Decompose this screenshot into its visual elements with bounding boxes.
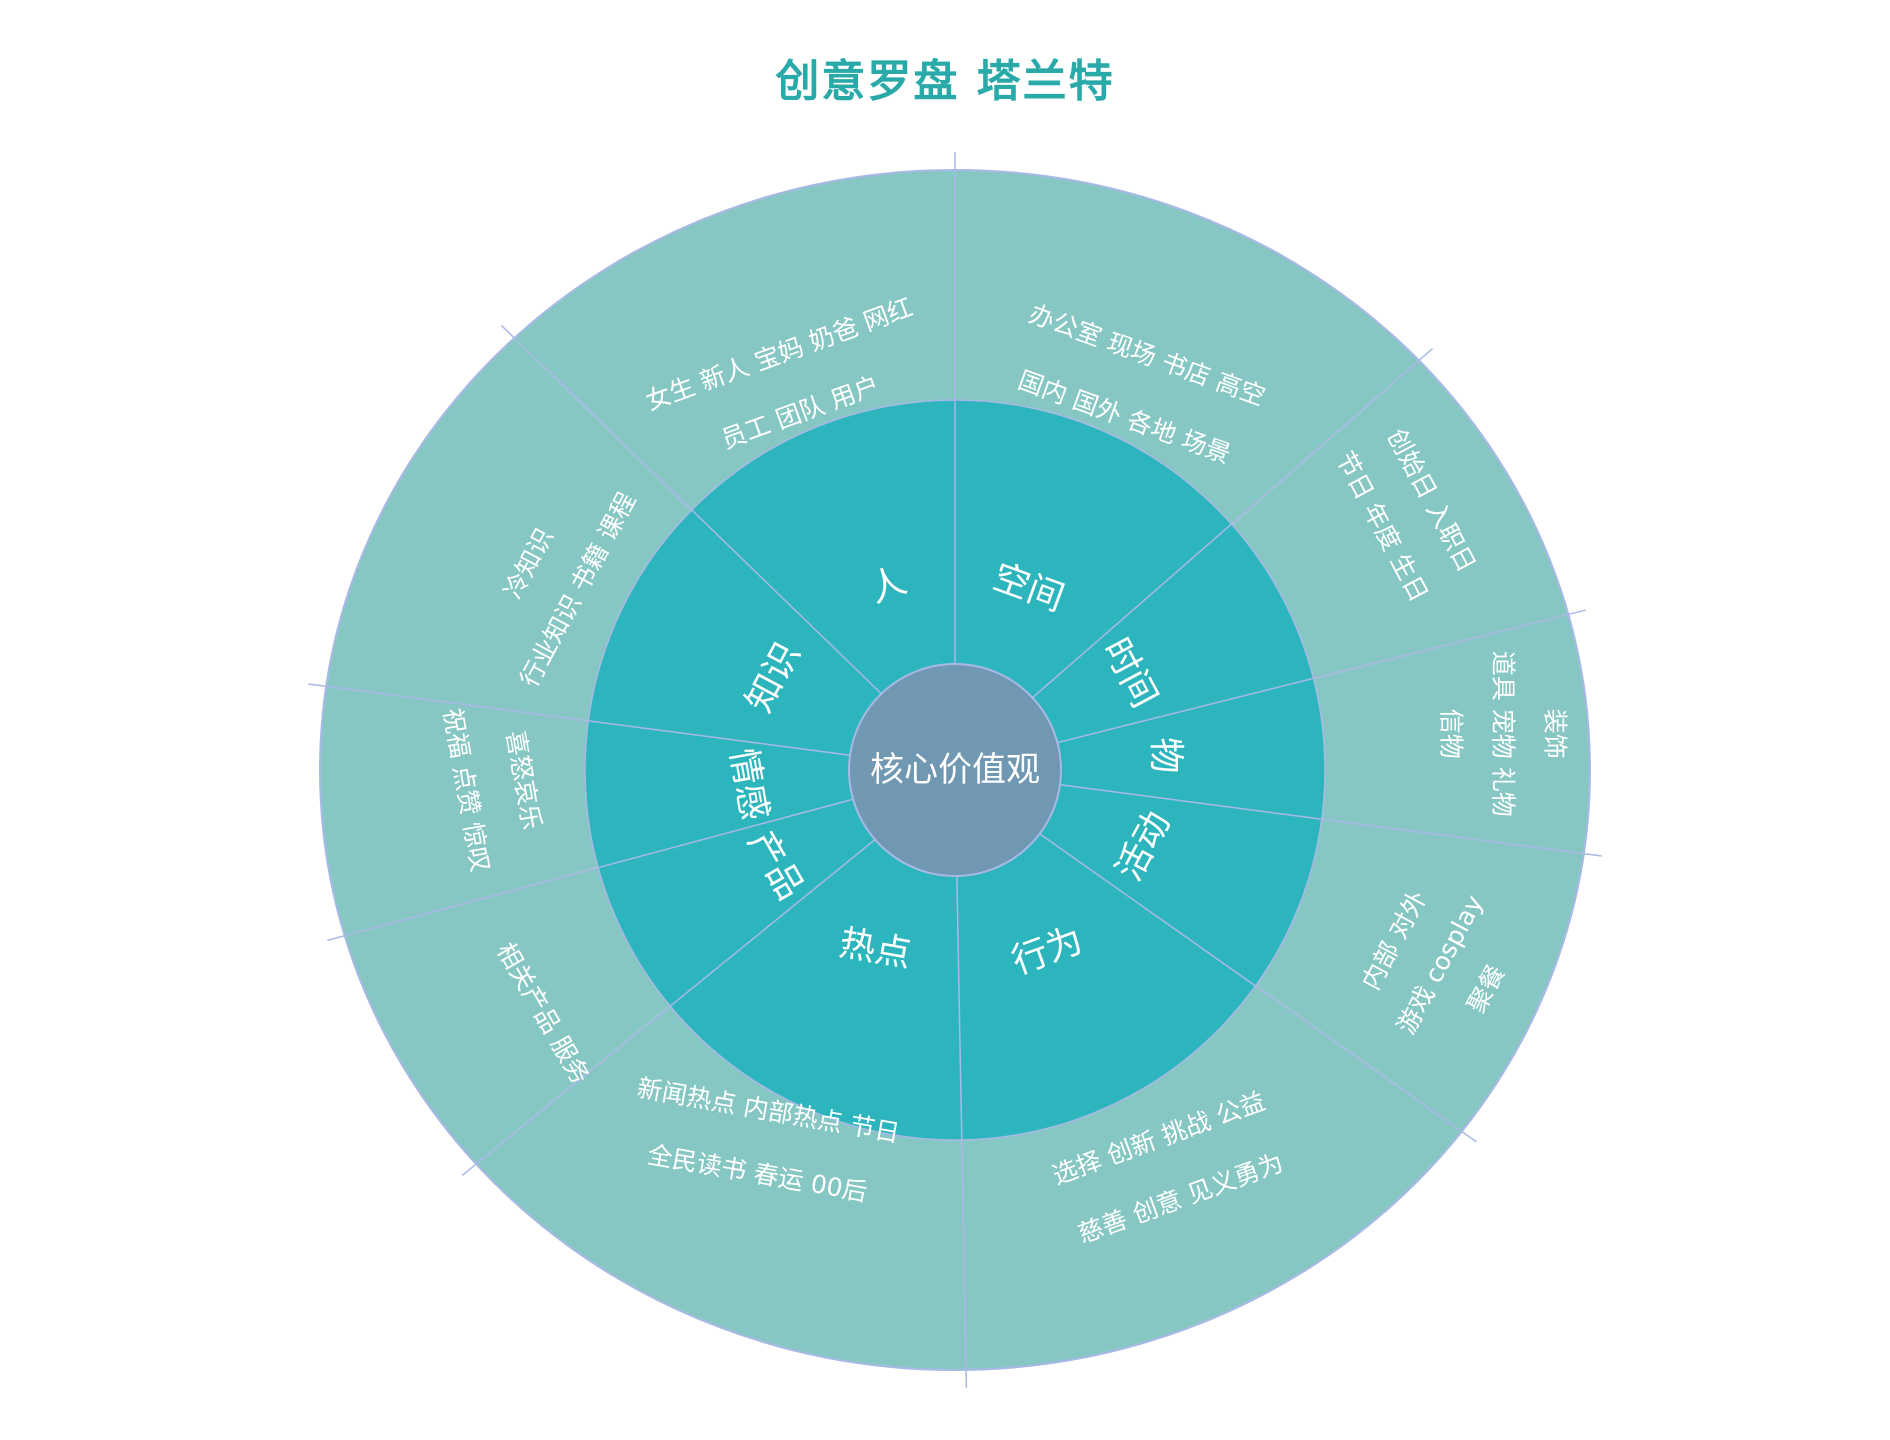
divider-line xyxy=(461,838,876,1177)
segment-label: 物 xyxy=(1145,737,1186,773)
segment-detail: 信物 xyxy=(1436,709,1465,759)
dividers xyxy=(308,152,1602,1388)
divider-line xyxy=(327,798,854,942)
middle-sector xyxy=(955,400,1226,770)
middle-sector xyxy=(697,400,955,770)
middle-sector xyxy=(599,770,955,1013)
center-label: 核心价值观 xyxy=(870,750,1040,790)
middle-sector xyxy=(955,770,1322,993)
divider-line xyxy=(308,683,851,756)
center-circle: 核心价值观 xyxy=(848,663,1062,877)
middle-sector xyxy=(675,770,962,1140)
divider-line xyxy=(1057,609,1586,744)
middle-ring xyxy=(584,400,1325,1140)
divider-line xyxy=(500,324,882,695)
divider-line xyxy=(1059,784,1602,857)
segment-detail: 道具 宠物 礼物 xyxy=(1488,651,1517,817)
middle-sector xyxy=(955,517,1313,770)
middle-sector xyxy=(588,503,955,770)
divider-line xyxy=(1032,347,1434,699)
page-title: 创意罗盘 塔兰特 xyxy=(775,56,1115,107)
middle-sector xyxy=(584,718,955,872)
middle-sector xyxy=(955,674,1325,822)
segment-detail: 装饰 xyxy=(1540,709,1569,759)
middle-sector xyxy=(955,770,1251,1140)
divider-line xyxy=(956,875,968,1388)
divider-line xyxy=(1039,833,1477,1143)
